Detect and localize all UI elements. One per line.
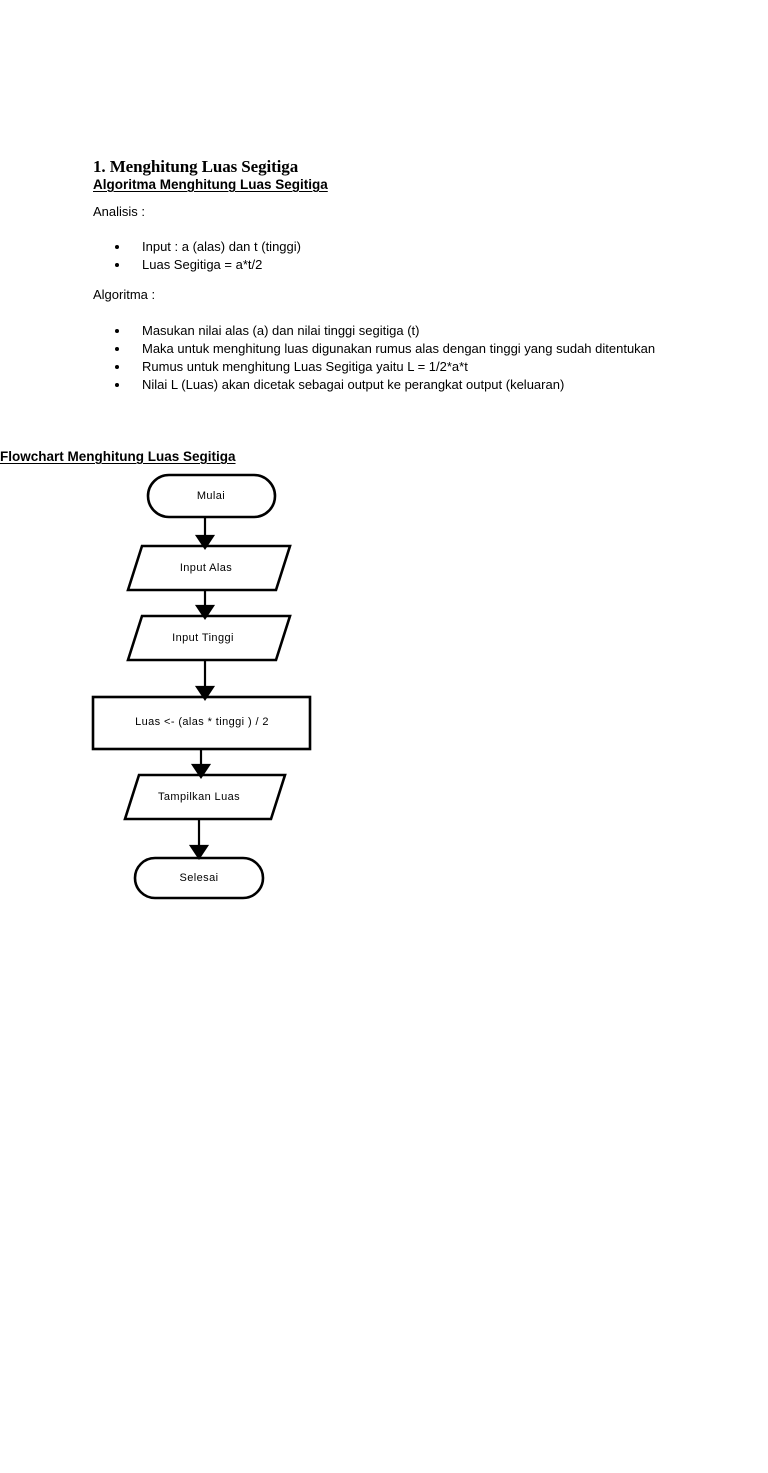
flow-label-start: Mulai — [196, 490, 226, 502]
flow-label-output: Tampilkan Luas — [157, 791, 241, 803]
document-page: 1. Menghitung Luas Segitiga Algoritma Me… — [0, 157, 700, 900]
arrowhead-icon — [190, 763, 212, 779]
analysis-list: Input : a (alas) dan t (tinggi) Luas Seg… — [110, 238, 670, 274]
page-title: 1. Menghitung Luas Segitiga — [93, 157, 299, 177]
arrowhead-icon — [188, 844, 210, 860]
flowchart-heading: Flowchart Menghitung Luas Segitiga — [0, 449, 236, 464]
algorithm-list: Masukan nilai alas (a) dan nilai tinggi … — [110, 322, 700, 394]
list-item: Nilai L (Luas) akan dicetak sebagai outp… — [110, 376, 700, 393]
flow-label-input-tinggi: Input Tinggi — [172, 632, 234, 644]
list-item: Rumus untuk menghitung Luas Segitiga yai… — [110, 358, 700, 375]
flow-label-end: Selesai — [179, 872, 219, 884]
list-item: Input : a (alas) dan t (tinggi) — [110, 238, 670, 255]
algorithm-heading: Algoritma Menghitung Luas Segitiga — [93, 177, 328, 192]
arrowhead-icon — [194, 685, 216, 701]
list-item: Maka untuk menghitung luas digunakan rum… — [110, 340, 700, 357]
flowchart-diagram — [91, 473, 312, 900]
arrowhead-icon — [194, 534, 216, 550]
flow-label-input-alas: Input Alas — [179, 562, 233, 574]
flow-label-process: Luas <- (alas * tinggi ) / 2 — [135, 716, 269, 728]
analysis-label: Analisis : — [93, 204, 146, 219]
algorithm-label: Algoritma : — [93, 287, 156, 302]
arrowhead-icon — [194, 604, 216, 620]
list-item: Luas Segitiga = a*t/2 — [110, 256, 670, 273]
list-item: Masukan nilai alas (a) dan nilai tinggi … — [110, 322, 700, 339]
